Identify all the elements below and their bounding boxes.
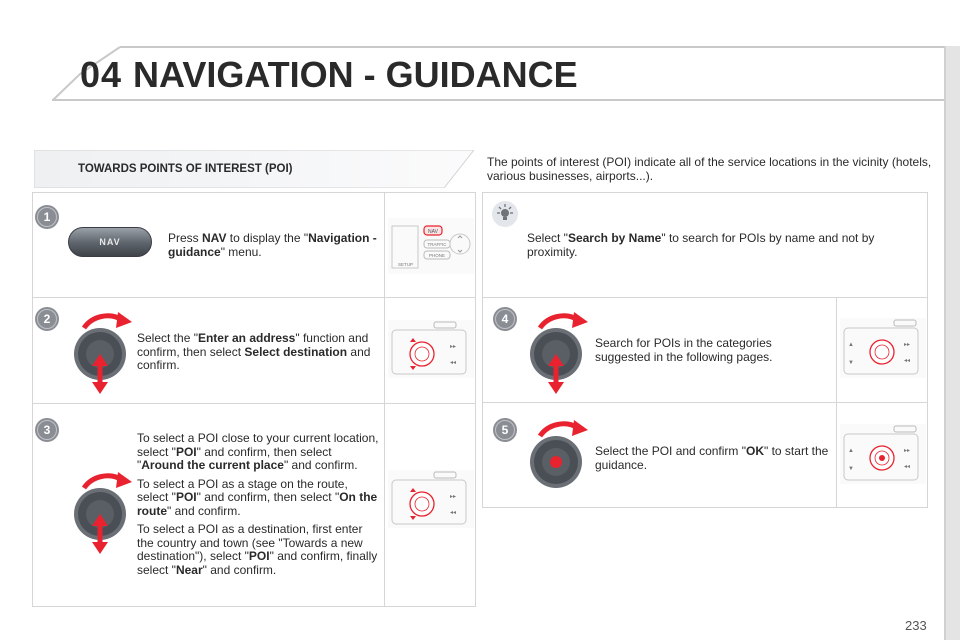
svg-text:SETUP: SETUP [398, 262, 413, 267]
nav-button-illustration: NAV [68, 227, 152, 257]
step-1-panel-thumbnail: NAV TRAFFIC PHONE SETUP [388, 218, 474, 274]
svg-text:◂◂: ◂◂ [904, 358, 910, 364]
svg-text:PHONE: PHONE [429, 253, 445, 258]
step-4-panel-thumbnail: ▲ ▼ ▸▸ ◂◂ [840, 318, 926, 378]
right-thumb-column-divider [836, 297, 837, 508]
step-badge-2: 2 [34, 306, 60, 332]
page-side-strip-line [944, 46, 946, 640]
tip-text: Select "Search by Name" to search for PO… [527, 231, 875, 259]
tip-lightbulb-icon [492, 201, 518, 227]
page-title: NAVIGATION - GUIDANCE [133, 54, 578, 95]
step-5-panel-thumbnail: ▲ ▼ ▸▸ ◂◂ [840, 424, 926, 484]
step-badge-3: 3 [34, 417, 60, 443]
step-3-panel-thumbnail: ▸▸ ◂◂ [388, 470, 474, 528]
header-top-line [120, 46, 944, 48]
step-4-text: Search for POIs in the categories sugges… [595, 336, 773, 364]
right-divider-1 [482, 297, 928, 298]
section-intro: The points of interest (POI) indicate al… [487, 155, 932, 183]
page-side-strip [944, 46, 960, 640]
step-3-paragraph-1: To select a POI close to your current lo… [137, 431, 379, 472]
chapter-number: 04 [80, 54, 123, 95]
header-diagonal-line [52, 46, 121, 101]
svg-text:NAV: NAV [428, 229, 439, 235]
step-badge-4: 4 [492, 306, 518, 332]
svg-text:▸▸: ▸▸ [450, 494, 456, 500]
svg-text:▸▸: ▸▸ [904, 342, 910, 348]
step-1-text: Press NAV to display the "Navigation - g… [168, 231, 377, 259]
left-divider-1 [32, 297, 476, 298]
step-4-rotary-knob-icon [530, 312, 588, 394]
left-thumb-column-divider [384, 192, 385, 607]
svg-text:▸▸: ▸▸ [904, 448, 910, 454]
section-title-band [34, 150, 474, 188]
step-badge-1: 1 [34, 204, 60, 230]
page-number: 233 [905, 618, 927, 633]
svg-text:◂◂: ◂◂ [450, 510, 456, 516]
step-3-rotary-knob-icon [74, 472, 132, 554]
right-divider-2 [482, 402, 928, 403]
svg-text:▼: ▼ [848, 360, 854, 366]
svg-text:◂◂: ◂◂ [904, 464, 910, 470]
header-bottom-line [52, 99, 944, 101]
svg-text:▸▸: ▸▸ [450, 344, 456, 350]
step-5-rotary-knob-icon [530, 420, 588, 488]
step-3-paragraph-3: To select a POI as a destination, first … [137, 522, 378, 577]
section-title: TOWARDS POINTS OF INTEREST (POI) [78, 163, 293, 175]
step-3-paragraph-2: To select a POI as a stage on the route,… [137, 476, 378, 518]
svg-text:▲: ▲ [848, 342, 854, 348]
step-2-text: Select the "Enter an address" function a… [137, 331, 371, 372]
svg-text:▼: ▼ [848, 466, 854, 472]
step-3-text: To select a POI close to your current lo… [137, 431, 379, 582]
step-5-text: Select the POI and confirm "OK" to start… [595, 444, 829, 472]
step-2-panel-thumbnail: ▸▸ ◂◂ [388, 320, 474, 378]
svg-text:◂◂: ◂◂ [450, 360, 456, 366]
step-2-rotary-knob-icon [74, 312, 132, 394]
step-badge-5: 5 [492, 417, 518, 443]
svg-text:▲: ▲ [848, 448, 854, 454]
left-divider-2 [32, 403, 476, 404]
svg-text:TRAFFIC: TRAFFIC [428, 242, 448, 247]
